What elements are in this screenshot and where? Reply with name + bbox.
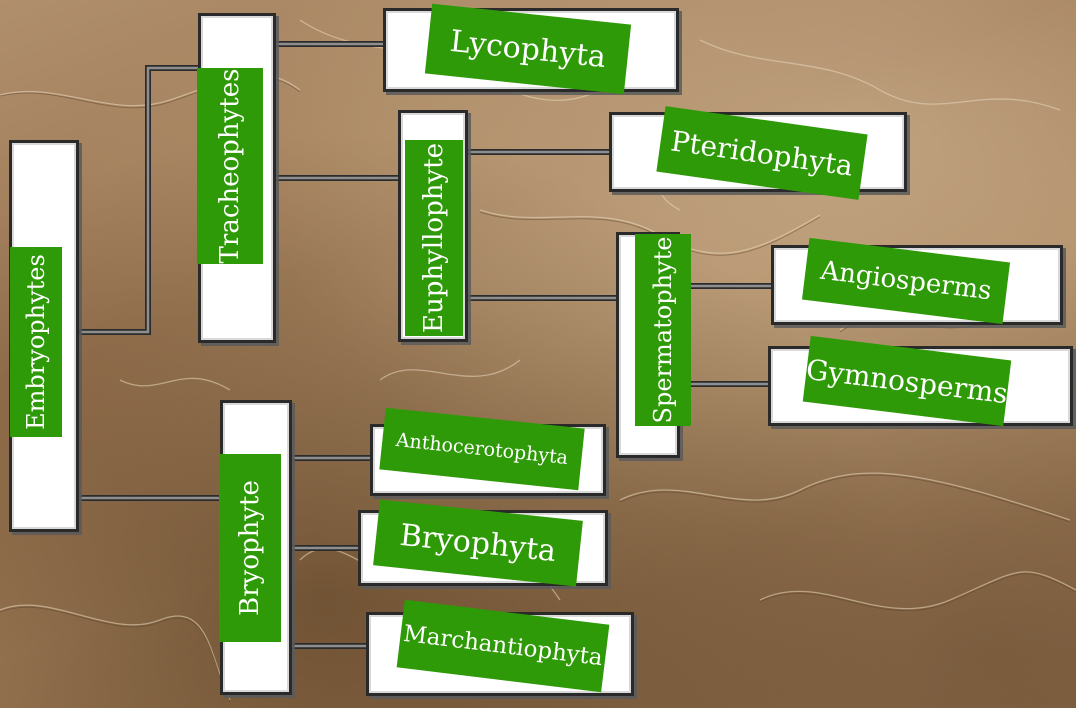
bryophyte-label: Bryophyte <box>219 454 281 642</box>
tracheophytes-label: Tracheophytes <box>197 68 263 264</box>
euphyllophyte-label: Euphyllophyte <box>405 140 463 336</box>
embryophytes-label: Embryophytes <box>10 247 62 437</box>
spermatophyte-label: Spermatophyte <box>635 234 691 426</box>
